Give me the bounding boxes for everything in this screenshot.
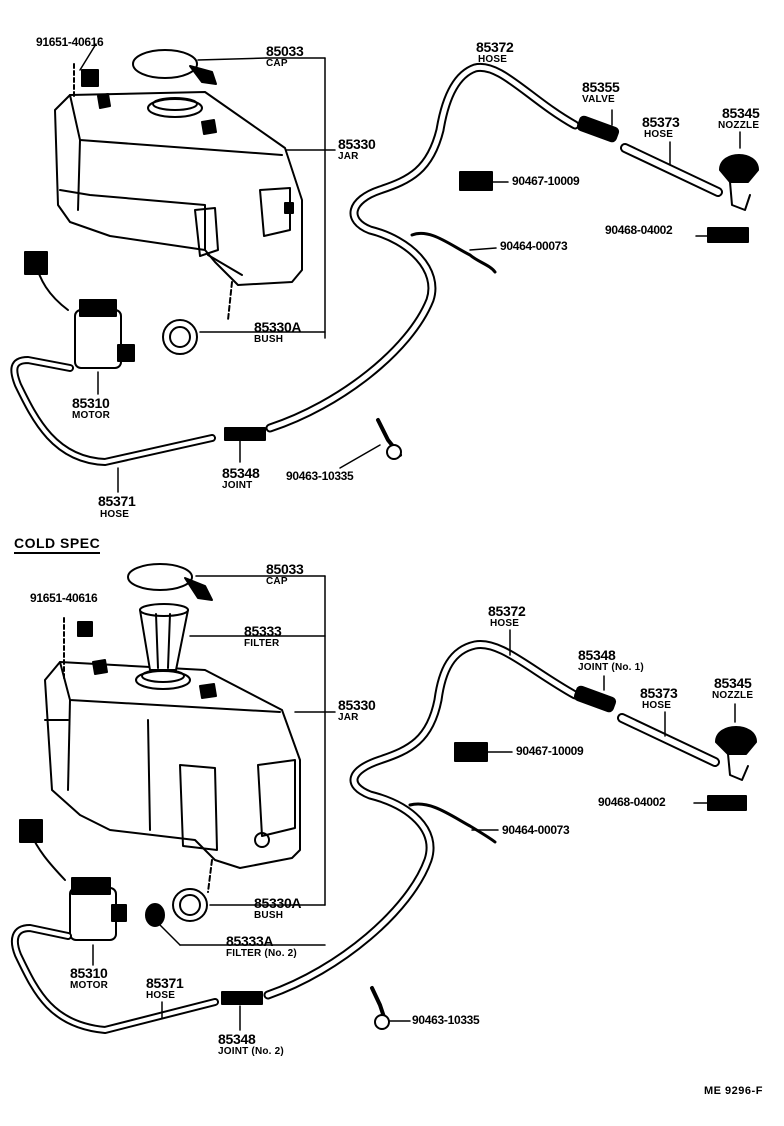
bottom-clamp1-part: 90467-10009 (516, 744, 584, 758)
bottom-hose-upper-name: HOSE (490, 618, 520, 629)
top-leader-lines (79, 43, 741, 493)
bottom-nozzle (715, 726, 757, 781)
top-valve-name: VALVE (582, 94, 615, 105)
bottom-hose-short-name: HOSE (642, 700, 672, 711)
top-jar-name: JAR (338, 151, 359, 162)
bottom-motor (19, 819, 127, 941)
bottom-reservoir-jar (44, 659, 301, 869)
top-motor-part: 85310 (72, 395, 110, 411)
top-cap (132, 49, 217, 85)
top-bush-name: BUSH (254, 334, 284, 345)
bottom-bush (145, 859, 213, 927)
bottom-joint1-part: 85348 (578, 647, 616, 663)
bottom-filter2-part: 85333A (226, 933, 274, 949)
top-valve-part: 85355 (582, 79, 620, 95)
bottom-hose-lower-name: HOSE (146, 990, 176, 1001)
top-clamps (376, 171, 749, 460)
top-nozzle-part: 85345 (722, 105, 760, 121)
top-cap-part: 85033 (266, 43, 304, 59)
bottom-cap-part: 85033 (266, 561, 304, 577)
bottom-filter-name: FILTER (244, 638, 280, 649)
bottom-joint1-name: JOINT (No. 1) (578, 662, 644, 673)
top-jar-part: 85330 (338, 136, 376, 152)
top-screw (73, 63, 99, 97)
bottom-screw-part: 91651-40616 (30, 591, 98, 605)
bottom-nozzle-name: NOZZLE (712, 690, 754, 701)
bottom-motor-name: MOTOR (70, 980, 109, 991)
bottom-jar-part: 85330 (338, 697, 376, 713)
top-hose-short-part: 85373 (642, 114, 680, 130)
bottom-filter (139, 603, 189, 671)
drawing-reference: ME 9296-F (704, 1085, 763, 1097)
top-cap-name: CAP (266, 58, 288, 69)
bottom-hose-short (617, 713, 720, 767)
top-clip-part: 90463-10335 (286, 469, 354, 483)
top-hose-short (620, 143, 723, 197)
top-valve (576, 115, 620, 143)
bottom-hose-upper-part: 85372 (488, 603, 526, 619)
bottom-hose-upper (263, 639, 580, 1000)
top-nozzle (719, 154, 759, 211)
section-title-cold-spec: COLD SPEC (14, 536, 101, 554)
top-clamp3-part: 90464-00073 (500, 239, 568, 253)
bottom-jar-name: JAR (338, 712, 359, 723)
bottom-clamp2-part: 90468-04002 (598, 795, 666, 809)
top-hose-lower (10, 356, 216, 466)
top-screw-part: 91651-40616 (36, 35, 104, 49)
bottom-hose-lower (10, 924, 219, 1034)
bottom-filter2-name: FILTER (No. 2) (226, 948, 297, 959)
bottom-hose-lower-part: 85371 (146, 975, 184, 991)
bottom-screw (63, 617, 93, 681)
bottom-joint2-name: JOINT (No. 2) (218, 1046, 284, 1057)
bottom-cap (127, 563, 213, 601)
top-motor (24, 251, 135, 369)
bottom-joint2-part: 85348 (218, 1031, 256, 1047)
top-hose-upper-name: HOSE (478, 54, 508, 65)
bottom-nozzle-part: 85345 (714, 675, 752, 691)
top-joint-part: 85348 (222, 465, 260, 481)
bottom-motor-part: 85310 (70, 965, 108, 981)
bottom-leader-lines (92, 575, 736, 1031)
bottom-cap-name: CAP (266, 576, 288, 587)
top-reservoir-jar (54, 91, 303, 286)
top-hose-short-name: HOSE (644, 129, 674, 140)
top-hose-upper-part: 85372 (476, 39, 514, 55)
top-nozzle-name: NOZZLE (718, 120, 760, 131)
top-bush (162, 281, 233, 355)
bottom-clamp3-part: 90464-00073 (502, 823, 570, 837)
bottom-hose-short-part: 85373 (640, 685, 678, 701)
top-joint (224, 427, 266, 441)
top-clamp1-part: 90467-10009 (512, 174, 580, 188)
bottom-clamps (370, 742, 747, 1030)
bottom-joint-no1 (573, 685, 617, 713)
top-bush-part: 85330A (254, 319, 302, 335)
top-joint-name: JOINT (222, 480, 253, 491)
bottom-joint (221, 991, 263, 1005)
top-clamp2-part: 90468-04002 (605, 223, 673, 237)
bottom-clip-part: 90463-10335 (412, 1013, 480, 1027)
bottom-bush-part: 85330A (254, 895, 302, 911)
top-hose-lower-name: HOSE (100, 509, 130, 520)
bottom-bush-name: BUSH (254, 910, 284, 921)
bottom-filter-part: 85333 (244, 623, 282, 639)
top-motor-name: MOTOR (72, 410, 111, 421)
top-hose-upper (265, 62, 580, 433)
top-hose-lower-part: 85371 (98, 493, 136, 509)
